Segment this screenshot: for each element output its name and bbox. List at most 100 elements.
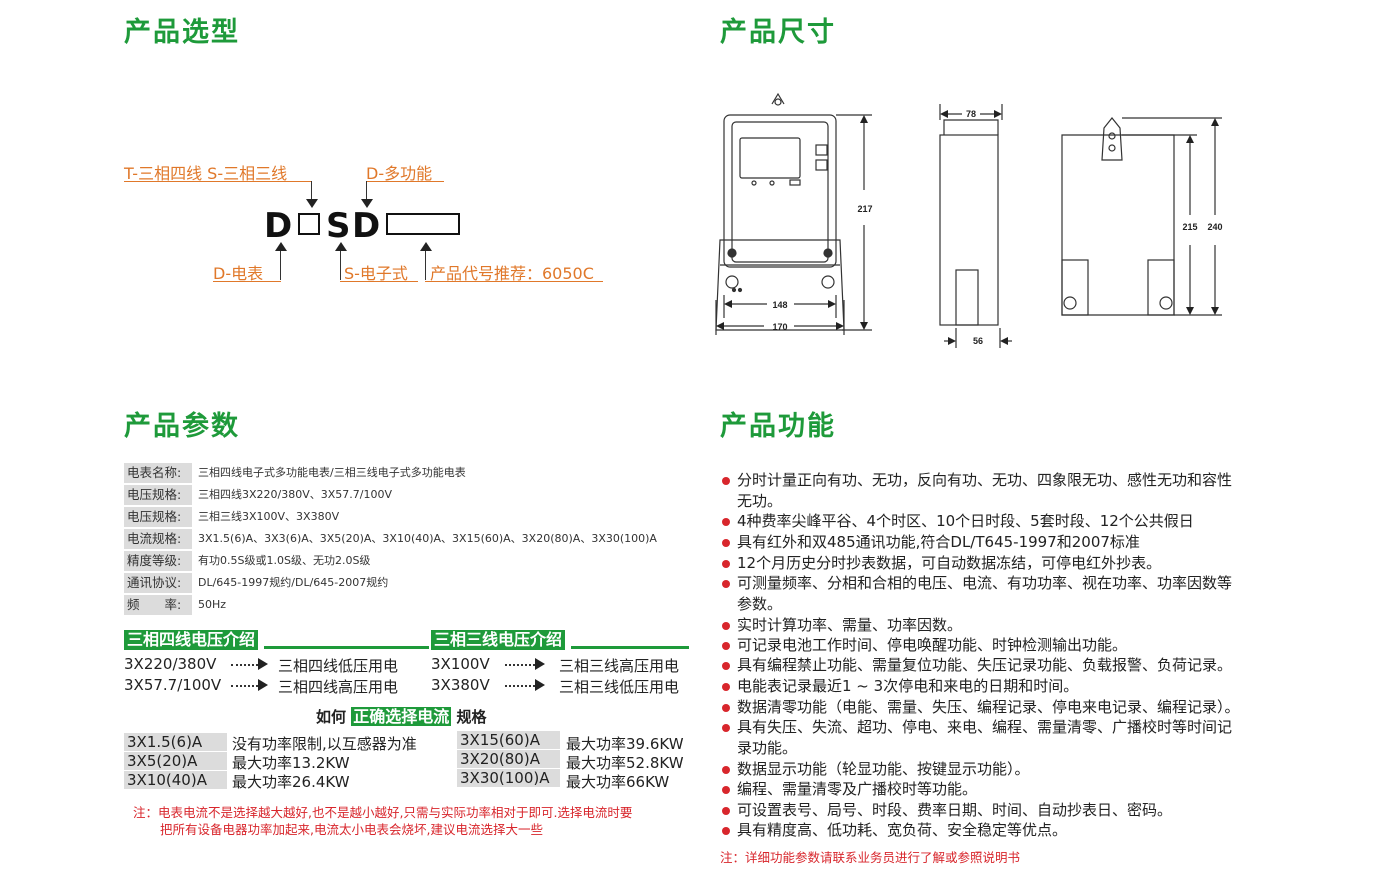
heading-prefix: 如何 <box>316 708 347 726</box>
param-label: 精度等级: <box>124 551 192 571</box>
heading-rule <box>571 646 689 649</box>
hanger-hook-icon <box>771 92 785 105</box>
dimension-drawing: 217 78 148 170 56 215 240 <box>715 92 1223 348</box>
voltage-spec: 3X380V <box>431 676 490 694</box>
bullet-icon <box>722 560 730 568</box>
param-value: 三相四线电子式多功能电表/三相三线电子式多功能电表 <box>198 466 466 479</box>
dim-height-215: 215 <box>1182 222 1197 232</box>
bullet-icon <box>722 622 730 630</box>
voltage-desc: 三相三线低压用电 <box>559 678 680 696</box>
arrow-right-icon <box>258 679 268 691</box>
bullet-icon <box>722 477 730 485</box>
label-meter: D-电表 <box>213 264 264 283</box>
params-title: 产品参数 <box>124 411 240 442</box>
current-spec: 3X10(40)A <box>124 771 227 789</box>
bullet-icon <box>722 642 730 650</box>
current-desc: 最大功率13.2KW <box>232 754 350 772</box>
arrow-right-icon <box>535 679 545 691</box>
heading-suffix: 规格 <box>456 708 487 726</box>
param-row: 电压规格: 三相四线3X220/380V、3X57.7/100V <box>124 485 684 505</box>
voltage-spec: 3X100V <box>431 655 490 673</box>
bullet-icon <box>722 807 730 815</box>
heading-highlight: 正确选择电流 <box>351 707 452 726</box>
dim-depth-56: 56 <box>973 336 983 346</box>
connector-line <box>366 181 367 205</box>
current-desc: 最大功率26.4KW <box>232 773 350 791</box>
arrow-up-icon <box>335 242 347 251</box>
current-spec: 3X5(20)A <box>124 752 227 770</box>
label-electronic: S-电子式 <box>344 264 408 283</box>
dimension-title: 产品尺寸 <box>720 17 836 48</box>
four-wire-heading: 三相四线电压介绍 <box>124 630 259 650</box>
three-wire-heading: 三相三线电压介绍 <box>431 630 566 650</box>
current-select-heading: 如何 正确选择电流 规格 <box>316 703 487 727</box>
voltage-spec: 3X57.7/100V <box>124 676 222 694</box>
dim-depth-78: 78 <box>966 109 976 119</box>
underline <box>425 281 603 282</box>
param-label: 电压规格: <box>124 507 192 527</box>
label-phase-type: T-三相四线 S-三相三线 <box>124 164 288 183</box>
underline <box>366 181 444 182</box>
param-label: 电流规格: <box>124 529 192 549</box>
param-row: 电压规格: 三相三线3X100V、3X380V <box>124 507 684 527</box>
current-spec: 3X15(60)A <box>457 731 560 749</box>
bullet-icon <box>722 704 730 712</box>
arrow-down-icon <box>306 199 318 208</box>
current-spec: 3X30(100)A <box>457 769 560 787</box>
arrow-up-icon <box>275 242 287 251</box>
dim-height-217: 217 <box>857 204 872 214</box>
param-label: 电压规格: <box>124 485 192 505</box>
param-value: 50Hz <box>198 598 227 611</box>
current-note-line2: 把所有设备电器功率加起来,电流太小电表会烧坏,建议电流选择大一些 <box>160 822 543 837</box>
dim-width-148: 148 <box>772 300 787 310</box>
dotted-arrow-line <box>231 664 258 666</box>
dim-width-170: 170 <box>772 322 787 332</box>
bullet-icon <box>722 766 730 774</box>
param-label: 电表名称: <box>124 463 192 483</box>
connector-line <box>311 181 312 205</box>
param-value: 三相四线3X220/380V、3X57.7/100V <box>198 488 393 501</box>
dotted-arrow-line <box>505 685 535 687</box>
connector-line <box>340 245 341 280</box>
param-label: 通讯协议: <box>124 573 192 593</box>
connector-line <box>425 245 426 280</box>
param-value: 3X1.5(6)A、3X3(6)A、3X5(20)A、3X10(40)A、3X1… <box>198 532 657 545</box>
voltage-spec: 3X220/380V <box>124 655 217 673</box>
bullet-icon <box>722 827 730 835</box>
param-row: 频 率: 50Hz <box>124 595 684 615</box>
bullet-icon <box>722 662 730 670</box>
model-letter-d: D <box>264 206 293 246</box>
current-desc: 最大功率66KW <box>566 773 670 791</box>
model-letter-d2: D <box>352 206 381 246</box>
current-note-line1: 注：电表电流不是选择越大越好,也不是越小越好,只需与实际功率相对于即可.选择电流… <box>133 805 633 820</box>
features-note: 注：详细功能参数请联系业务员进行了解或参照说明书 <box>720 850 1021 865</box>
param-value: 有功0.5S级或1.0S级、无功2.0S级 <box>198 554 371 567</box>
bullet-icon <box>722 580 730 588</box>
current-spec: 3X1.5(6)A <box>124 733 227 751</box>
param-row: 电流规格: 3X1.5(6)A、3X3(6)A、3X5(20)A、3X10(40… <box>124 529 684 549</box>
connector-line <box>280 245 281 280</box>
model-letter-s: S <box>326 206 351 246</box>
bullet-icon <box>722 724 730 732</box>
arrow-right-icon <box>535 658 545 670</box>
current-spec: 3X20(80)A <box>457 750 560 768</box>
current-desc: 没有功率限制,以互感器为准 <box>232 735 417 753</box>
param-value: DL/645-1997规约/DL/645-2007规约 <box>198 576 389 589</box>
heading-rule <box>264 646 429 649</box>
underline <box>213 281 281 282</box>
current-desc: 最大功率52.8KW <box>566 754 684 772</box>
param-row: 精度等级: 有功0.5S级或1.0S级、无功2.0S级 <box>124 551 684 571</box>
current-desc: 最大功率39.6KW <box>566 735 684 753</box>
bullet-icon <box>722 683 730 691</box>
voltage-desc: 三相四线低压用电 <box>278 657 399 675</box>
underline <box>340 281 418 282</box>
label-multifunction: D-多功能 <box>366 164 433 183</box>
underline <box>124 181 311 182</box>
param-row: 通讯协议: DL/645-1997规约/DL/645-2007规约 <box>124 573 684 593</box>
bullet-icon <box>722 786 730 794</box>
selection-title: 产品选型 <box>124 17 240 48</box>
voltage-desc: 三相四线高压用电 <box>278 678 399 696</box>
arrow-up-icon <box>420 242 432 251</box>
dim-height-240: 240 <box>1207 222 1222 232</box>
bullet-icon <box>722 518 730 526</box>
